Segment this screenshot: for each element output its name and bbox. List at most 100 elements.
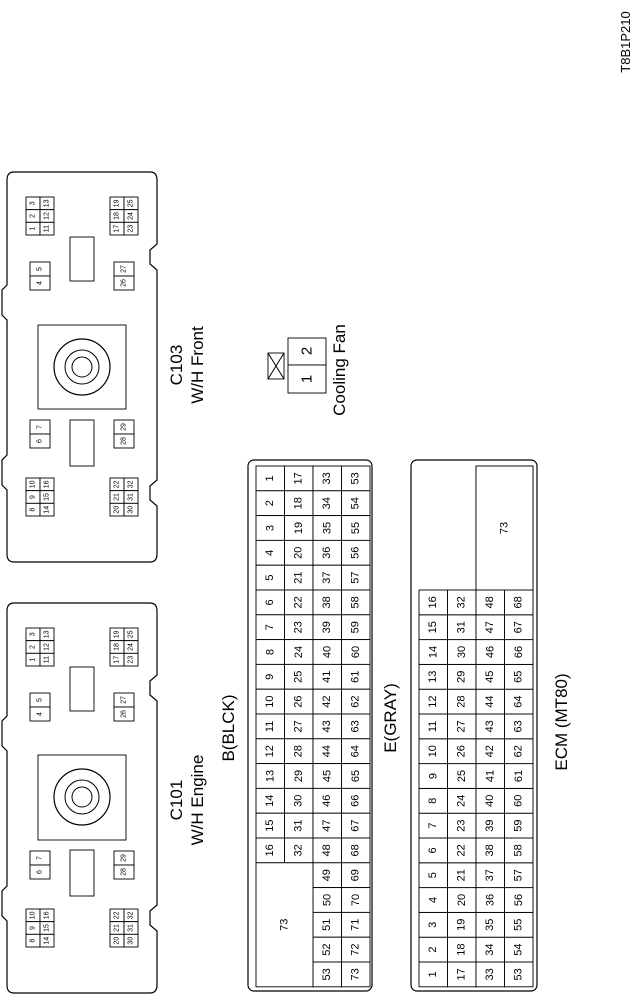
c103-pin-cell [113,433,135,449]
c103-pin-9: 9 [30,495,37,499]
ecm-e-pin-9: 9 [427,773,439,779]
ecm-b-pin-30: 30 [293,795,305,807]
ecm-b-pin-18: 18 [293,497,305,509]
ecm-b-pin-55: 55 [350,522,362,534]
c103-ring-inner [71,356,93,378]
ecm-e-pin-cell [475,663,505,690]
ecm-b-pin-24: 24 [293,646,305,658]
ecm-e-pin-60: 60 [513,795,525,807]
c103-pin-29: 29 [121,423,128,431]
c103-pin-24: 24 [128,212,135,220]
ecm-b-pin-19: 19 [293,522,305,534]
ecm-b-pin-4: 4 [264,550,276,556]
ecm-b-pin-44: 44 [321,745,333,757]
ecm-e-pin-cell [418,837,448,864]
ecm-b-pin-45: 45 [321,770,333,782]
ecm-e-pin-3: 3 [427,922,439,928]
ecm-b-pin-cell [255,539,285,566]
fan-pin-2: 2 [299,347,316,355]
ecm-e-label: E(GRAY) [381,683,400,753]
c103-pin-3: 3 [30,201,37,205]
ecm-e-pin-66: 66 [513,646,525,658]
ecm-e-pin-cell [504,837,534,864]
ecm-e-pin-20: 20 [456,894,468,906]
ecm-e-pin-65: 65 [513,671,525,683]
fan-pin-1: 1 [299,375,316,383]
ecm-b-pin-cell [312,564,342,591]
c101-pin-12: 12 [44,643,51,651]
ecm-e-pin-cell [418,812,448,839]
ecm-e-pin-12: 12 [427,695,439,707]
ecm-e-pin-4: 4 [427,897,439,903]
c101-pin-22: 22 [114,911,121,919]
c103-pin-1: 1 [30,227,37,231]
c103-pin-16: 16 [44,480,51,488]
c101-pin-30: 30 [128,937,135,945]
c101-pin-20: 20 [114,937,121,945]
ecm-b-pin-cell [312,763,342,789]
c101-pin-19: 19 [114,630,121,638]
c101-pin-25: 25 [128,630,135,638]
ecm-e-pin-cell [475,862,505,889]
ecm-e-pin-25: 25 [456,770,468,782]
figure-id: T8B1P210 [618,11,633,72]
ecm-e-pin-cell [418,763,448,789]
c103-pin-cell [39,502,55,517]
ecm-b-pin-21: 21 [293,571,305,583]
ecm-e-pin-63: 63 [513,720,525,732]
c103-pin-4: 4 [37,281,44,285]
ecm-b-pin-73: 73 [279,919,291,931]
ecm-e-pin-55: 55 [513,919,525,931]
c101-desc: W/H Engine [188,755,207,846]
c103-pin-25: 25 [128,199,135,207]
ecm-e-pin-68: 68 [513,596,525,608]
c103-pin-10: 10 [30,480,37,488]
ecm-b-pin-9: 9 [264,674,276,680]
c101-pin-blocks: 1098161514765432113121122212032313029282… [25,627,139,948]
ecm-b-pin-cell [341,688,371,715]
c101-pin-28: 28 [121,868,128,876]
ecm-e-pin-57: 57 [513,869,525,881]
ecm-b-pin-cell [341,936,371,963]
ecm-e-pin-cell [504,688,534,715]
ecm-b-pin-6: 6 [264,599,276,605]
ecm-b-pin-31: 31 [293,819,305,831]
c103-desc: W/H Front [188,326,207,404]
c101-pin-15: 15 [44,924,51,932]
ecm-b-pin-71: 71 [350,919,362,931]
ecm-e-pin-cell [504,589,534,616]
c103-pin-13: 13 [44,199,51,207]
ecm-b-pin-22: 22 [293,596,305,608]
cooling-fan-label: Cooling Fan [330,324,349,416]
ecm-e-pin-43: 43 [484,720,496,732]
ecm-b-pin-cell [312,837,342,864]
ecm-e-pin-cell [504,614,534,641]
ecm-e-pin-cell [504,936,534,963]
ecm-e-pin-24: 24 [456,795,468,807]
c101-pin-29: 29 [121,854,128,862]
ecm-b-pin-29: 29 [293,770,305,782]
c101-pin-17: 17 [114,656,121,664]
c101-pin-7: 7 [37,856,44,860]
ecm-e-pin-28: 28 [456,695,468,707]
ecm-b-pin-cell [341,663,371,690]
c101-pin-cell [29,706,51,722]
c103-connector: 1098161514765432113121122212032313029282… [1,171,207,563]
c103-pin-18: 18 [114,212,121,220]
ecm-b-pin-cell [341,763,371,789]
ecm-b-pin-cell [312,639,342,665]
ecm-e-pin-30: 30 [456,646,468,658]
ecm-b-pin-7: 7 [264,624,276,630]
ecm-b-pin-68: 68 [350,844,362,856]
ecm-b-pin-cell [341,887,371,913]
c103-pin-23: 23 [128,225,135,233]
ecm-b-pin-54: 54 [350,497,362,509]
c101-pin-21: 21 [114,924,121,932]
ecm-e-pin-35: 35 [484,919,496,931]
ecm-e-pin-34: 34 [484,943,496,955]
ecm-e-pin-33: 33 [484,968,496,980]
ecm-b-pin-cell [312,589,342,616]
ecm-e-pin-cell [475,812,505,839]
c103-code: C103 [167,345,186,386]
